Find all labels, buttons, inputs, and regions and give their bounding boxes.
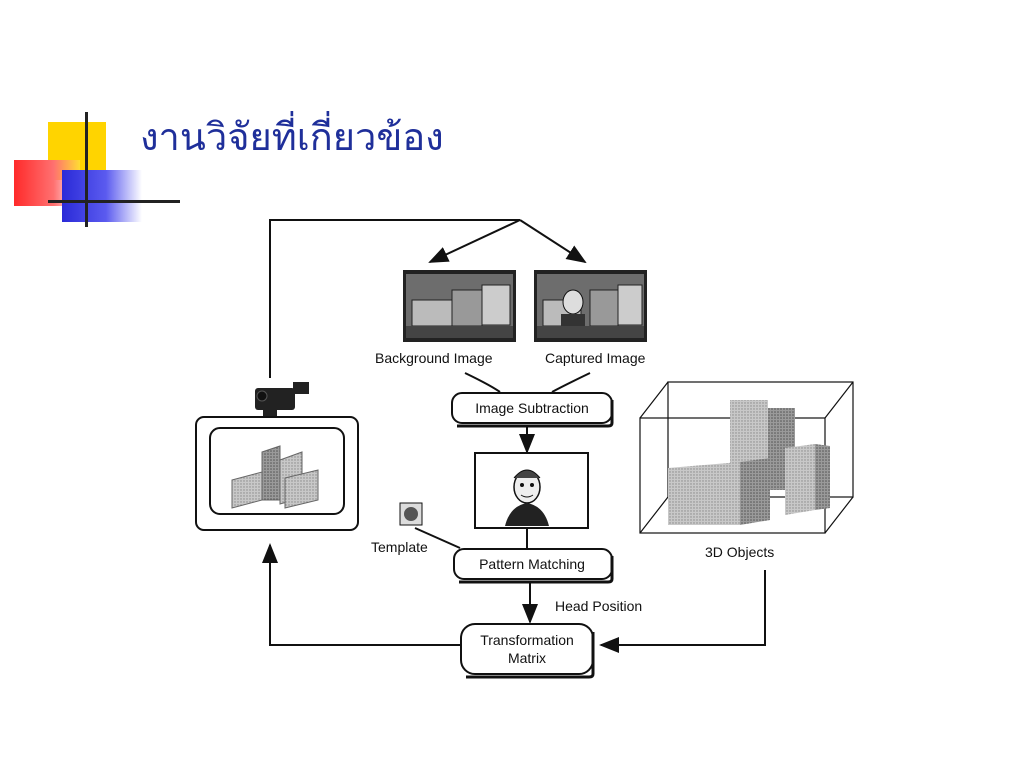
template-icon — [399, 502, 423, 526]
3d-objects-blocks — [668, 400, 830, 525]
captured-image-label: Captured Image — [545, 350, 646, 366]
merge-lines — [464, 372, 591, 393]
background-image-thumbnail — [403, 270, 516, 342]
arrow-from-objects — [599, 570, 766, 653]
deco-horizontal-line — [48, 200, 180, 203]
transformation-matrix-label-line1: Transformation — [480, 632, 574, 648]
subtracted-head-image — [474, 452, 589, 529]
head-position-label: Head Position — [555, 598, 642, 614]
background-image-label: Background Image — [375, 350, 493, 366]
deco-vertical-line — [85, 112, 88, 227]
transformation-matrix-label-line2: Matrix — [508, 650, 546, 666]
display-monitor — [195, 416, 359, 531]
3d-objects-label: 3D Objects — [705, 544, 774, 560]
transformation-matrix-box — [460, 623, 595, 679]
slide-title: งานวิจัยที่เกี่ยวข้อง — [140, 115, 444, 159]
arrow-to-monitor — [262, 543, 461, 646]
template-connector — [414, 527, 461, 549]
deco-blue-square — [62, 170, 142, 222]
image-subtraction-box — [451, 392, 614, 428]
feedback-loop-top — [269, 219, 587, 378]
image-subtraction-label: Image Subtraction — [475, 400, 589, 416]
pattern-matching-label: Pattern Matching — [479, 556, 585, 572]
captured-image-thumbnail — [534, 270, 647, 342]
pattern-matching-box — [453, 548, 614, 584]
video-camera-icon — [255, 382, 309, 416]
template-label: Template — [371, 539, 428, 555]
